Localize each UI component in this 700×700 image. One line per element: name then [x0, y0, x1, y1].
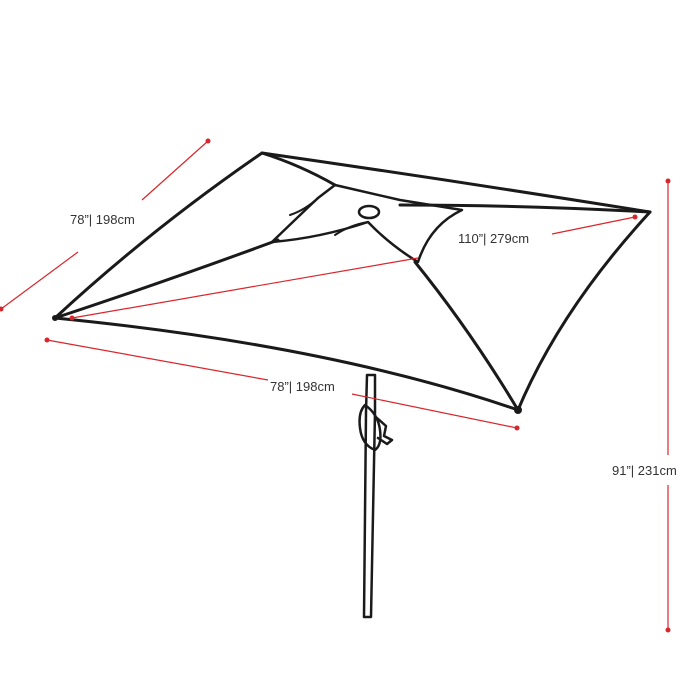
- dimension-endpoint: [665, 627, 671, 633]
- dimension-lines: [0, 138, 671, 633]
- dimension-line-depth-upper: [141, 140, 209, 201]
- dimension-label-depth: 78”| 198cm: [70, 212, 135, 227]
- canopy-rib: [413, 260, 520, 412]
- dimension-endpoint: [632, 214, 638, 220]
- dimension-endpoint: [0, 306, 4, 312]
- crank-handle: [375, 416, 394, 446]
- canopy-rib: [260, 151, 337, 187]
- finial: [357, 204, 381, 220]
- canopy-crown-fold: [289, 197, 319, 216]
- dimension-endpoint: [665, 178, 671, 184]
- dimension-line-width-right: [351, 393, 518, 429]
- dimension-line-diagonal-left: [71, 257, 419, 319]
- canopy-crown: [270, 183, 464, 264]
- canopy-tip: [514, 406, 522, 414]
- dimension-endpoint: [44, 337, 50, 343]
- dimension-label-height: 91”| 231cm: [612, 463, 677, 478]
- dimension-endpoint: [69, 315, 75, 321]
- dimension-label-width: 78”| 198cm: [270, 379, 335, 394]
- canopy-crown-seam: [334, 221, 369, 236]
- umbrella-canopy: [52, 151, 652, 414]
- dimension-endpoint: [205, 138, 211, 144]
- umbrella-pole: [358, 373, 394, 619]
- pole-outline: [362, 373, 377, 619]
- canopy-rib: [53, 238, 280, 320]
- dimension-line-depth-lower: [0, 251, 79, 310]
- dimension-endpoint: [514, 425, 520, 431]
- dimension-line-width-left: [46, 339, 269, 381]
- dimension-line-diagonal-right: [551, 216, 636, 235]
- tilt-crank: [358, 403, 382, 452]
- dimension-label-diagonal: 110”| 279cm: [458, 231, 530, 246]
- canopy-outline: [53, 151, 652, 412]
- canopy-tip: [52, 315, 58, 321]
